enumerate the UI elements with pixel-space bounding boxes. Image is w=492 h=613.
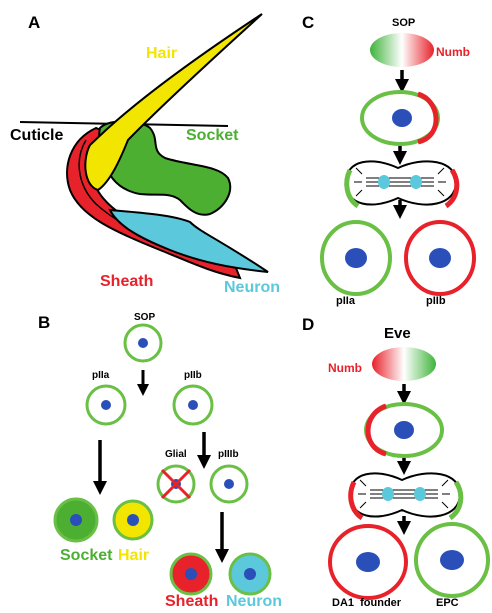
panel-b: B SOP pIIa pIIb Glial pIIIb (38, 312, 282, 610)
c-dividing-cell (344, 160, 460, 209)
label-b-hair: Hair (118, 547, 149, 564)
d-eve-cell (372, 347, 436, 381)
label-c-piib: pIIb (426, 295, 446, 307)
c-cell-piia (320, 220, 392, 296)
label-c-numb: Numb (436, 45, 470, 59)
label-b-socket: Socket (60, 547, 113, 564)
cell-b-neuron (228, 552, 272, 596)
label-sheath: Sheath (100, 273, 153, 290)
label-b-piiib: pIIIb (218, 449, 239, 460)
cell-b-piib (172, 384, 214, 426)
c-sop-cell (370, 33, 434, 67)
label-c-piia: pIIa (336, 295, 356, 307)
d-cell-da1 (328, 524, 408, 600)
cell-b-glial (156, 464, 196, 504)
label-b-sheath: Sheath (165, 593, 218, 610)
panel-d-letter: D (302, 315, 314, 334)
c-cell-piib (404, 220, 476, 296)
panel-c-letter: C (302, 13, 314, 32)
hair-shape (84, 13, 263, 192)
label-c-sop: SOP (392, 17, 415, 29)
label-cuticle: Cuticle (10, 127, 63, 144)
label-neuron: Neuron (224, 279, 280, 296)
label-b-neuron: Neuron (226, 593, 282, 610)
label-b-piib: pIIb (184, 370, 202, 381)
label-d-numb: Numb (328, 361, 362, 375)
label-b-glial: Glial (165, 449, 187, 460)
label-b-piia: pIIa (92, 370, 110, 381)
d-polarized-cell (364, 402, 444, 458)
d-cell-epc (414, 522, 490, 598)
panel-a-letter: A (28, 13, 40, 32)
neuron-shape (108, 208, 269, 273)
cell-b-sop (123, 323, 163, 363)
label-hair: Hair (146, 45, 177, 62)
c-polarized-cell (360, 90, 440, 146)
d-dividing-cell (348, 472, 464, 521)
panel-c: C SOP Numb (302, 13, 476, 307)
label-d-da1: DA1 founder (332, 597, 402, 609)
label-b-sop: SOP (134, 312, 155, 323)
cell-b-sheath (169, 552, 213, 596)
panel-b-letter: B (38, 313, 50, 332)
label-socket: Socket (186, 127, 239, 144)
panel-d: D Eve Numb (302, 315, 490, 609)
cell-b-socket (53, 497, 99, 543)
label-d-eve: Eve (384, 325, 411, 342)
label-d-epc: EPC (436, 597, 459, 609)
panel-a: A Hair Cuticle Socket Sheath Neuron (10, 13, 280, 296)
cell-b-hair (112, 499, 154, 541)
cell-b-piiib (209, 464, 249, 504)
cell-b-piia (85, 384, 127, 426)
